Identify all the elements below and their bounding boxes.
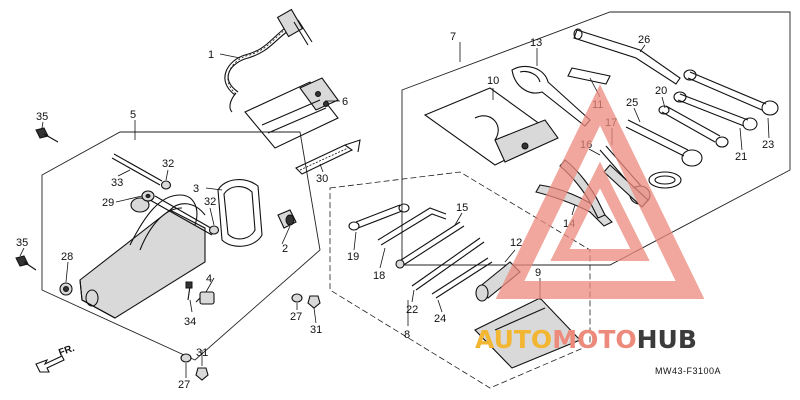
- frame-group-5: [41, 131, 321, 361]
- callout-26: 26: [638, 34, 650, 46]
- callout-20: 20: [655, 85, 667, 97]
- frame-group-8: [329, 171, 591, 389]
- part-rod[interactable]: [111, 153, 163, 186]
- callout-27b: 27: [178, 379, 190, 391]
- callout-24: 24: [434, 313, 446, 325]
- callout-27a: 27: [290, 311, 302, 323]
- part-screwdriver-24[interactable]: [431, 257, 493, 299]
- watermark-part-a: AUTO: [475, 325, 552, 354]
- watermark-logo: AUTOMOTOHUB: [475, 84, 705, 354]
- part-cable-wire[interactable]: [224, 8, 313, 113]
- part-collar[interactable]: [59, 282, 73, 296]
- part-pin[interactable]: [185, 281, 193, 301]
- part-washer-27[interactable]: [180, 293, 303, 363]
- callout-29: 29: [102, 197, 114, 209]
- part-clip[interactable]: [195, 291, 215, 305]
- part-grommet[interactable]: [277, 209, 297, 229]
- callout-32a: 32: [162, 158, 174, 170]
- callout-10: 10: [487, 75, 499, 87]
- callout-6: 6: [342, 96, 348, 108]
- part-handle[interactable]: [573, 28, 681, 85]
- callout-34: 34: [184, 316, 196, 328]
- part-tool-bag[interactable]: [423, 87, 559, 166]
- callout-35b: 35: [16, 237, 28, 249]
- callout-33: 33: [111, 177, 123, 189]
- callout-35a: 35: [36, 111, 48, 123]
- part-screwdriver-15[interactable]: [395, 221, 465, 269]
- callout-3: 3: [193, 183, 199, 195]
- callout-32b: 32: [204, 196, 216, 208]
- callout-13: 13: [530, 37, 542, 49]
- part-bolt-side[interactable]: [15, 255, 37, 271]
- watermark-part-c: HUB: [637, 325, 697, 354]
- callout-18: 18: [373, 270, 385, 282]
- callout-19: 19: [347, 251, 359, 263]
- callout-labels: 1 2 3 4 5 6 7 8 9 10 11 12 13 14 15 16 1…: [16, 31, 774, 391]
- part-nut-31[interactable]: [195, 295, 321, 381]
- part-wrench-23[interactable]: [683, 69, 779, 116]
- callout-31b: 31: [196, 347, 208, 359]
- leader-lines: [19, 42, 770, 378]
- part-strap[interactable]: [295, 139, 361, 175]
- callout-1: 1: [208, 49, 214, 61]
- callout-2: 2: [282, 243, 288, 255]
- callout-4: 4: [206, 273, 212, 285]
- front-direction-arrow: FR.: [35, 343, 76, 373]
- watermark-text: AUTOMOTOHUB: [475, 325, 697, 354]
- callout-28: 28: [61, 251, 73, 263]
- part-washer-29[interactable]: [141, 190, 155, 202]
- callout-30: 30: [316, 173, 328, 185]
- direction-label: FR.: [57, 343, 76, 359]
- callout-15: 15: [456, 202, 468, 214]
- part-washer-32[interactable]: [160, 180, 220, 235]
- part-screwdriver-22[interactable]: [411, 237, 485, 291]
- part-bolt-top[interactable]: [35, 127, 59, 143]
- callout-12: 12: [510, 237, 522, 249]
- drawing-code: MW43-F3100A: [655, 366, 721, 376]
- part-plate-11[interactable]: [567, 67, 611, 85]
- part-manual[interactable]: [474, 297, 581, 369]
- callout-8: 8: [404, 329, 410, 341]
- part-wrench-20[interactable]: [658, 105, 729, 148]
- callout-31a: 31: [310, 324, 322, 336]
- callout-5: 5: [130, 109, 136, 121]
- callout-23: 23: [762, 139, 774, 151]
- callout-9: 9: [535, 267, 541, 279]
- callout-25: 25: [626, 97, 638, 109]
- part-ring-wrench[interactable]: [648, 171, 682, 189]
- part-wrench-21[interactable]: [673, 91, 758, 131]
- callout-21: 21: [735, 151, 747, 163]
- callout-7: 7: [450, 31, 456, 43]
- part-rubber-band[interactable]: [217, 179, 263, 247]
- part-pin-spanner[interactable]: [511, 65, 591, 127]
- part-pouch[interactable]: [244, 77, 339, 149]
- part-box-wrench[interactable]: [625, 119, 703, 167]
- part-hex-key[interactable]: [377, 207, 447, 246]
- watermark-part-b: MOTO: [552, 325, 636, 354]
- part-wrench-19[interactable]: [348, 203, 410, 231]
- callout-22: 22: [406, 304, 418, 316]
- part-tool-box[interactable]: [79, 194, 217, 319]
